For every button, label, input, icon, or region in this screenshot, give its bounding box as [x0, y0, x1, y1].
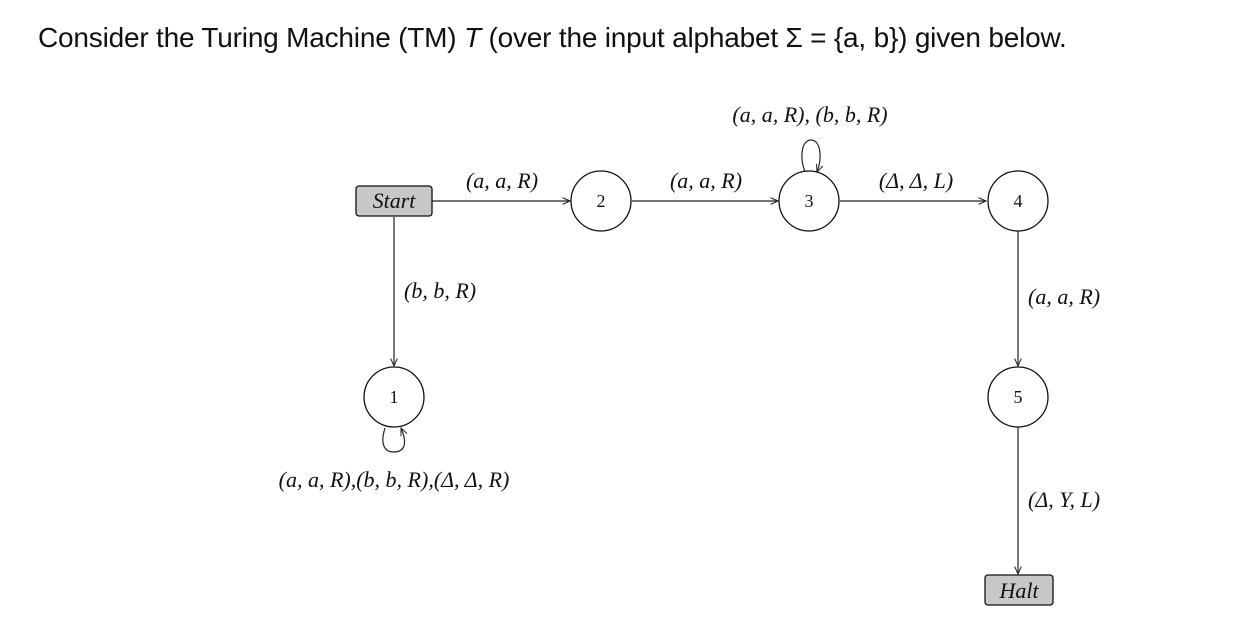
start-node: [355, 185, 433, 217]
label-loop-1: (a, a, R),(b, b, R),(Δ, Δ, R): [279, 467, 510, 492]
state-2-label: 2: [597, 191, 606, 211]
state-4: [987, 170, 1049, 232]
label-4-to-5: (a, a, R): [1028, 284, 1100, 309]
heading-text-start: Consider the Turing Machine (TM): [38, 22, 465, 53]
question-heading: Consider the Turing Machine (TM) T (over…: [38, 22, 1067, 54]
label-start-to-2: (a, a, R): [466, 168, 538, 193]
state-2: [570, 170, 632, 232]
halt-node-label: Halt: [998, 578, 1039, 603]
state-1-label: 1: [390, 387, 399, 407]
label-2-to-3: (a, a, R): [670, 168, 742, 193]
heading-text-end: (over the input alphabet Σ = {a, b}) giv…: [480, 22, 1067, 53]
state-3-label: 3: [805, 191, 814, 211]
label-5-to-halt: (Δ, Y, L): [1028, 487, 1100, 512]
start-node-label: Start: [373, 188, 417, 213]
heading-machine-symbol: T: [464, 22, 481, 53]
self-loop-3: [801, 139, 820, 172]
label-3-to-4: (Δ, Δ, L): [879, 168, 953, 193]
halt-node: [984, 574, 1054, 606]
label-loop-3: (a, a, R), (b, b, R): [732, 102, 887, 127]
state-4-label: 4: [1014, 191, 1023, 211]
state-5: [987, 366, 1049, 428]
state-3: [778, 170, 840, 232]
state-1: [363, 366, 425, 428]
self-loop-1: [382, 428, 405, 453]
state-5-label: 5: [1014, 387, 1023, 407]
label-start-to-1: (b, b, R): [404, 278, 476, 303]
